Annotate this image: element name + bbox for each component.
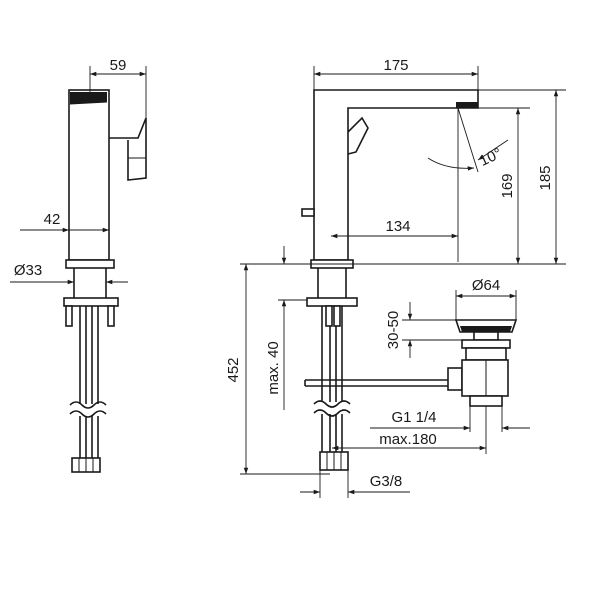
dimension-59: 59 xyxy=(89,57,147,118)
dimension-134: 134 xyxy=(331,218,458,239)
dimension-g3-8: G3/8 xyxy=(300,470,410,498)
dimension-label-g3-8: G3/8 xyxy=(370,473,403,490)
front-view-body xyxy=(301,89,479,471)
dimension-label-59: 59 xyxy=(110,57,127,74)
dimension-label-134: 134 xyxy=(385,218,410,235)
dimension-label-max-40: max. 40 xyxy=(265,341,282,394)
dimension-max-40: max. 40 xyxy=(265,246,307,410)
dimension-64: Ø64 xyxy=(455,277,517,320)
dimension-label-169: 169 xyxy=(499,173,516,198)
dimension-label-33: Ø33 xyxy=(14,262,42,279)
dimension-label-175: 175 xyxy=(383,57,408,74)
side-view: 59 42 Ø33 xyxy=(10,57,147,473)
dimension-10-degrees: 10° xyxy=(427,107,509,262)
dimension-label-30-50: 30-50 xyxy=(385,311,402,349)
dimension-max-180: max.180 xyxy=(332,431,486,451)
dimension-175: 175 xyxy=(313,57,479,90)
side-view-body xyxy=(63,89,147,473)
dimension-185: 185 xyxy=(478,89,566,264)
dimension-169: 169 xyxy=(478,107,530,264)
dimension-42: 42 xyxy=(20,211,109,233)
dimension-33: Ø33 xyxy=(10,262,128,285)
dimension-label-max-180: max.180 xyxy=(379,431,437,448)
dimension-g1-1-4: G1 1/4 xyxy=(370,406,530,454)
dimension-label-64: Ø64 xyxy=(472,277,500,294)
front-view: 175 10° 169 185 134 xyxy=(225,57,566,498)
dimension-label-10-degrees: 10° xyxy=(477,145,505,170)
dimension-label-42: 42 xyxy=(44,211,61,228)
dimension-452: 452 xyxy=(225,264,330,475)
dimension-label-452: 452 xyxy=(225,357,242,382)
dimension-label-185: 185 xyxy=(537,165,554,190)
dimension-label-g1-1-4: G1 1/4 xyxy=(391,409,436,426)
dimension-30-50: 30-50 xyxy=(385,302,462,358)
waste-drain xyxy=(447,319,518,407)
